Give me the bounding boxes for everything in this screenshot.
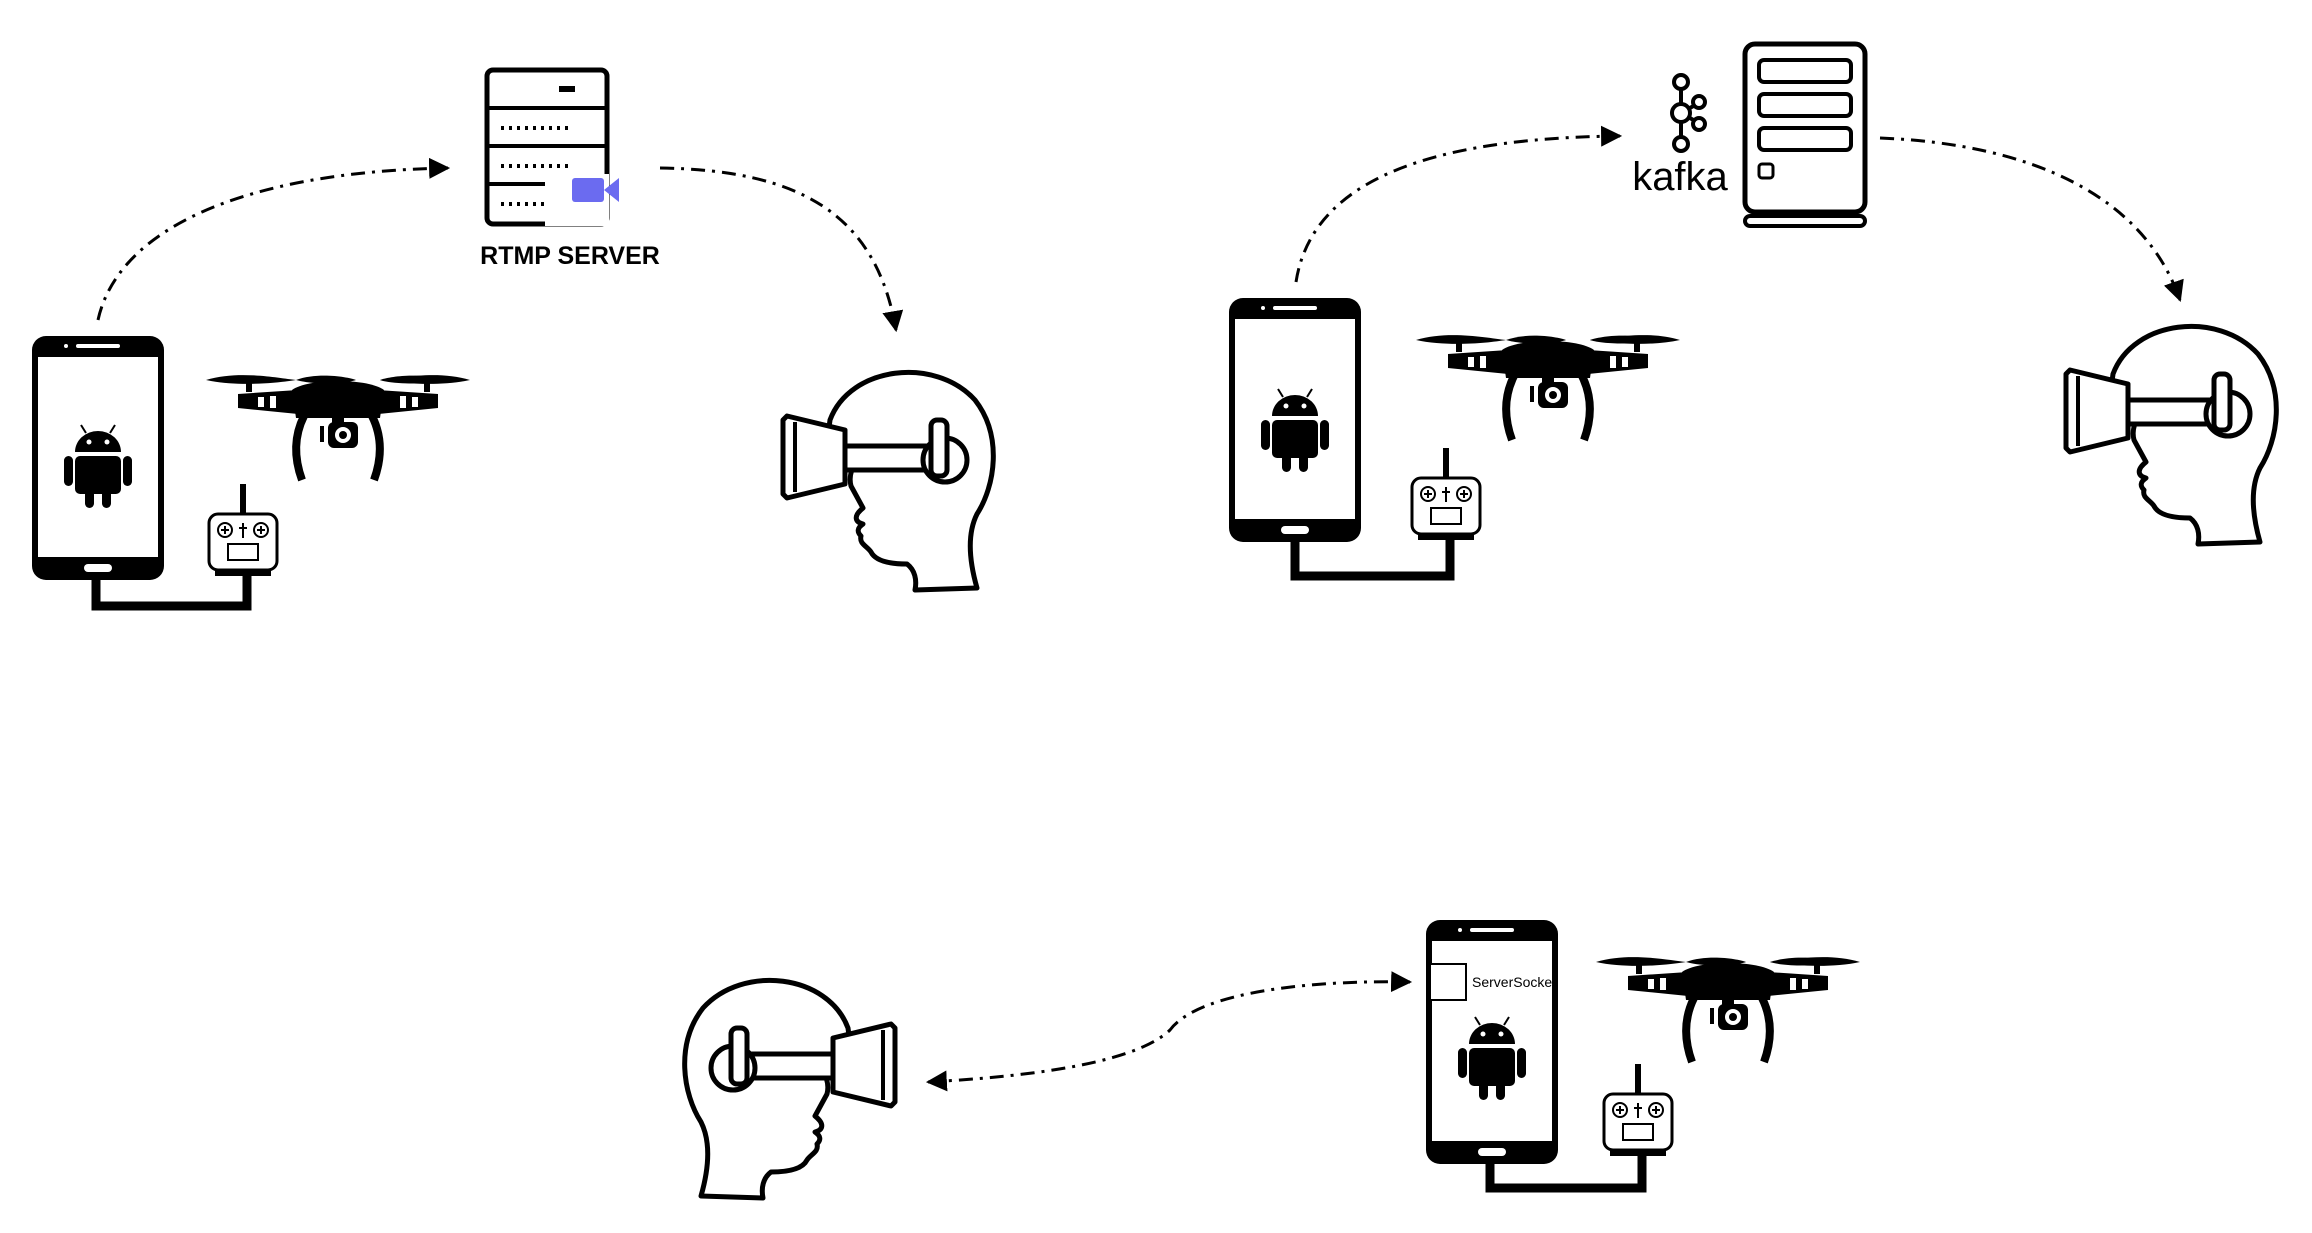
server-socket-label: ServerSocket (1472, 974, 1556, 990)
rtmp-server-icon (484, 67, 619, 227)
arrow-rtmp-to-viewer (659, 166, 904, 333)
vr-headset-head-icon (685, 980, 895, 1198)
scenario-serversocket: ServerSocket (685, 920, 1860, 1198)
phone-2 (1229, 298, 1361, 542)
usb-cable (1290, 536, 1455, 581)
remote-controller-icon (1602, 1062, 1674, 1158)
drone-icon (1416, 335, 1680, 440)
drone-icon (1596, 957, 1860, 1062)
arrow-phone-to-rtmp (96, 157, 451, 321)
usb-cable (91, 572, 252, 611)
vr-headset-head-icon (2066, 326, 2276, 544)
drone-icon (206, 375, 470, 480)
server-socket-box (1429, 963, 1467, 1001)
server-tower-icon (1742, 41, 1868, 228)
vr-headset-head-icon (783, 372, 993, 590)
bidirectional-socket-arrow (925, 971, 1413, 1092)
phone-3: ServerSocket (1426, 920, 1558, 1164)
kafka-logo-icon (1670, 73, 1707, 153)
usb-cable (1485, 1156, 1647, 1193)
arrow-phone-to-kafka (1294, 125, 1623, 283)
kafka-label: kafka (1632, 155, 1728, 199)
scenario-rtmp: RTMP SERVER (32, 67, 993, 611)
rtmp-server-label: RTMP SERVER (480, 242, 660, 270)
remote-controller-icon (207, 482, 279, 578)
arrow-kafka-to-viewer (1879, 136, 2184, 302)
remote-controller-icon (1410, 446, 1482, 542)
phone-1 (32, 336, 164, 580)
scenario-kafka: kafka (1229, 41, 2276, 581)
